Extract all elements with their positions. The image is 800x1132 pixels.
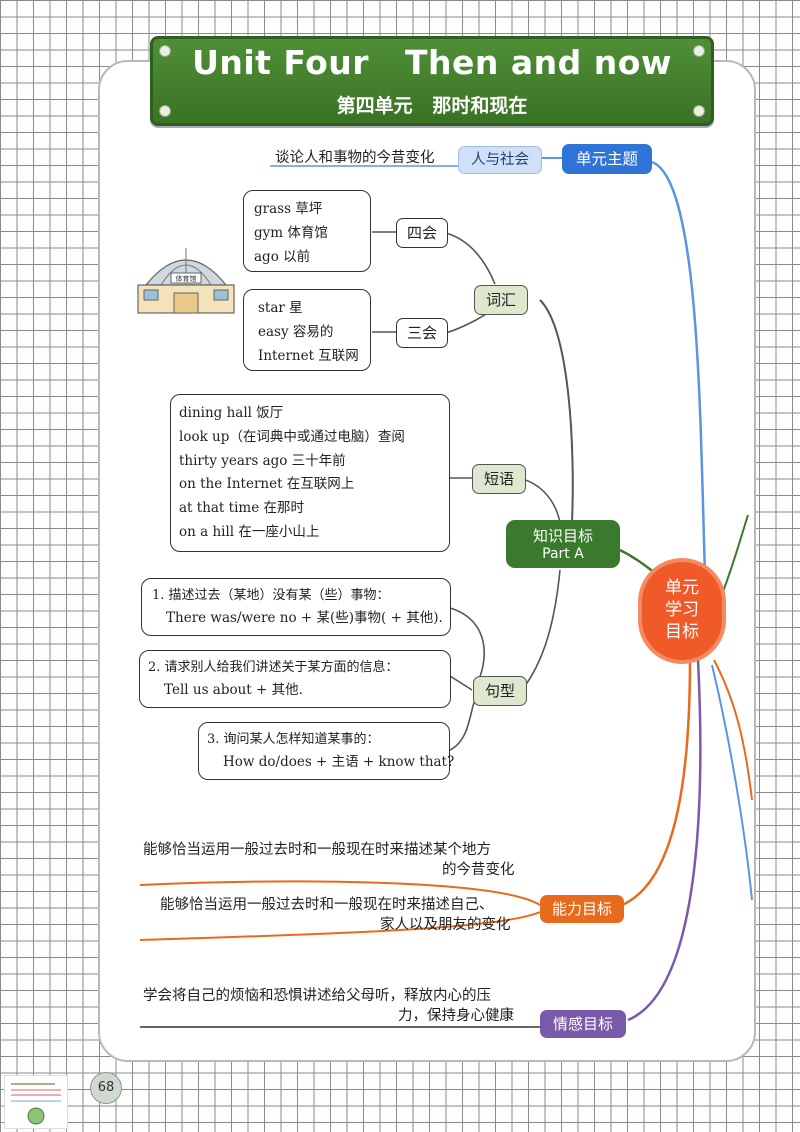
- sentence-node: 句型: [473, 676, 527, 706]
- title-banner: Unit Four Then and now 第四单元 那时和现在: [150, 36, 714, 126]
- emotion-text-line2: 力，保持身心健康: [398, 1008, 514, 1024]
- gym-sign: 体育馆: [176, 274, 197, 283]
- sentence-pattern-box-1: 1. 描述过去（某地）没有某（些）事物： There was/were no +…: [141, 578, 451, 636]
- unit-title-chinese: 第四单元 那时和现在: [336, 95, 528, 117]
- theme-text: 谈论人和事物的今昔变化: [275, 150, 435, 166]
- phrase-item: dining hall 饭厅: [179, 405, 284, 421]
- ability-goal-node: 能力目标: [540, 895, 624, 923]
- phrases-box: dining hall 饭厅 look up（在词典中或通过电脑）查阅 thir…: [170, 394, 450, 552]
- phrase-item: at that time 在那时: [179, 500, 304, 517]
- sentence-pattern: Tell us about + 其他.: [164, 682, 303, 698]
- phrase-item: thirty years ago 三十年前: [179, 452, 346, 469]
- screw-icon: [159, 45, 171, 57]
- vocab-word: gym 体育馆: [254, 225, 328, 241]
- ability-item-2-line1: 能够恰当运用一般过去时和一般现在时来描述自己、: [160, 897, 494, 913]
- three-skills-node: 三会: [396, 318, 448, 348]
- phrase-item: on the Internet 在互联网上: [179, 476, 355, 493]
- three-skills-word-box: star 星 easy 容易的 Internet 互联网: [243, 289, 371, 371]
- ability-item-1-line2: 的今昔变化: [442, 862, 515, 878]
- unit-title-english: Unit Four Then and now: [192, 43, 672, 82]
- sentence-description: 1. 描述过去（某地）没有某（些）事物：: [152, 588, 390, 603]
- center-label-line: 学习: [665, 600, 699, 620]
- phrase-item: look up（在词典中或通过电脑）查阅: [179, 428, 405, 445]
- emotion-text-line1: 学会将自己的烦恼和恐惧讲述给父母听，释放内心的压: [143, 988, 491, 1004]
- screw-icon: [693, 45, 705, 57]
- corner-stamp-image: [4, 1075, 68, 1129]
- center-label-line: 单元: [665, 578, 699, 598]
- page-number: 68: [90, 1072, 122, 1104]
- theme-sub-node: 人与社会: [458, 146, 542, 174]
- ability-item-1-line1: 能够恰当运用一般过去时和一般现在时来描述某个地方: [143, 842, 491, 858]
- sentence-pattern-box-2: 2. 请求别人给我们讲述关于某方面的信息： Tell us about + 其他…: [139, 650, 451, 708]
- screw-icon: [159, 105, 171, 117]
- sentence-pattern: There was/were no + 某(些)事物( + 其他).: [166, 610, 443, 626]
- vocab-word: ago 以前: [254, 249, 311, 265]
- sentence-description: 2. 请求别人给我们讲述关于某方面的信息：: [148, 660, 399, 675]
- sentence-pattern-box-3: 3. 询问某人怎样知道某事的： How do/does + 主语 + know …: [198, 722, 455, 780]
- ability-item-2-line2: 家人以及朋友的变化: [380, 917, 511, 933]
- vocab-word: Internet 互联网: [258, 348, 359, 364]
- knowledge-goal-label: 知识目标: [532, 527, 593, 545]
- unit-theme-node: 单元主题: [562, 144, 652, 174]
- phrases-node: 短语: [472, 464, 526, 494]
- center-goal-node: 单元 学习 目标: [642, 562, 722, 660]
- vocab-word: grass 草坪: [254, 201, 323, 217]
- emotion-goal-node: 情感目标: [540, 1010, 626, 1038]
- knowledge-goal-part: Part A: [542, 546, 584, 562]
- vocab-node: 词汇: [474, 285, 528, 315]
- gym-building-icon: 体育馆: [137, 248, 235, 314]
- vocab-word: star 星: [258, 300, 303, 316]
- screw-icon: [693, 105, 705, 117]
- center-label-line: 目标: [665, 622, 699, 642]
- four-skills-node: 四会: [396, 218, 448, 248]
- four-skills-word-box: grass 草坪 gym 体育馆 ago 以前: [243, 190, 371, 272]
- sentence-pattern: How do/does + 主语 + know that?: [223, 754, 455, 770]
- phrase-item: on a hill 在一座小山上: [179, 523, 320, 540]
- knowledge-goal-node: 知识目标 Part A: [506, 520, 620, 568]
- sentence-description: 3. 询问某人怎样知道某事的：: [207, 732, 380, 747]
- vocab-word: easy 容易的: [258, 324, 334, 340]
